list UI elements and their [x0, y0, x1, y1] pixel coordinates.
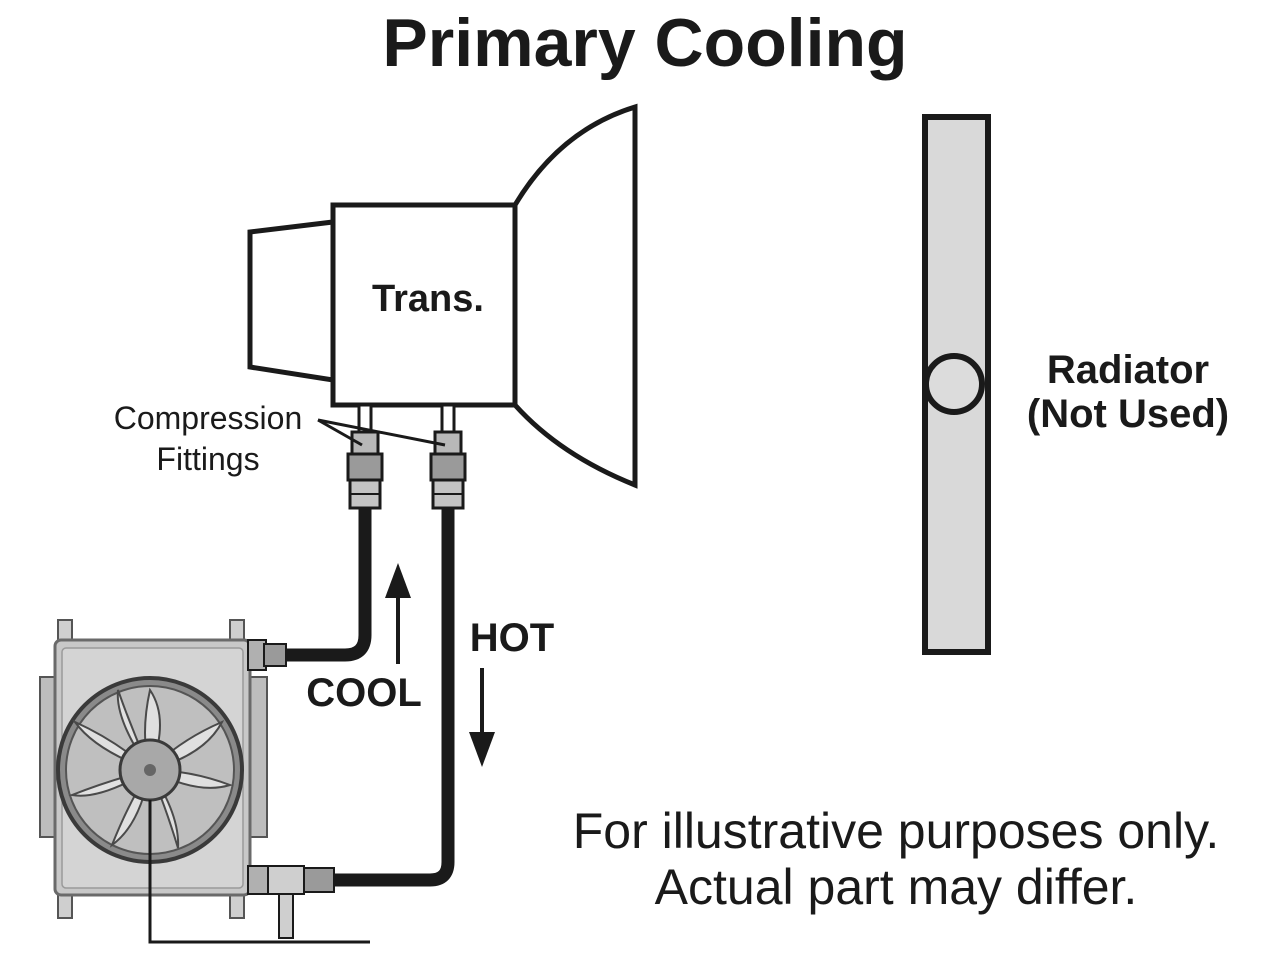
leader-line-left	[317, 418, 363, 447]
hot-arrow-down-icon	[469, 668, 495, 767]
radiator-label-line2: (Not Used)	[1027, 392, 1229, 436]
bell-housing	[512, 103, 638, 489]
hot-supply-hose	[330, 508, 455, 887]
cool-arrow-up-icon	[385, 563, 411, 664]
transmission-body	[330, 202, 518, 408]
disclaimer-line1: For illustrative purposes only.	[573, 803, 1220, 859]
cooler-lower-tee-fitting	[247, 865, 335, 939]
compression-fittings-label-line2: Fittings	[156, 441, 259, 477]
compression-fitting-left	[346, 430, 384, 510]
compression-fittings-label-line1: Compression	[114, 400, 303, 436]
page-title: Primary Cooling	[382, 5, 907, 81]
transmission-tail-housing	[247, 219, 336, 383]
cooler-fan-icon	[56, 676, 244, 864]
cooler-upper-fitting	[247, 639, 287, 671]
cool-label: COOL	[306, 671, 422, 715]
fan-wire	[148, 800, 370, 944]
hot-label: HOT	[470, 616, 554, 660]
leader-line-right	[317, 418, 446, 447]
disclaimer-line2: Actual part may differ.	[655, 859, 1138, 915]
transmission-label: Trans.	[372, 278, 484, 320]
radiator-port	[923, 353, 985, 415]
radiator-label-line1: Radiator	[1047, 348, 1209, 392]
cool-return-hose	[285, 508, 372, 662]
